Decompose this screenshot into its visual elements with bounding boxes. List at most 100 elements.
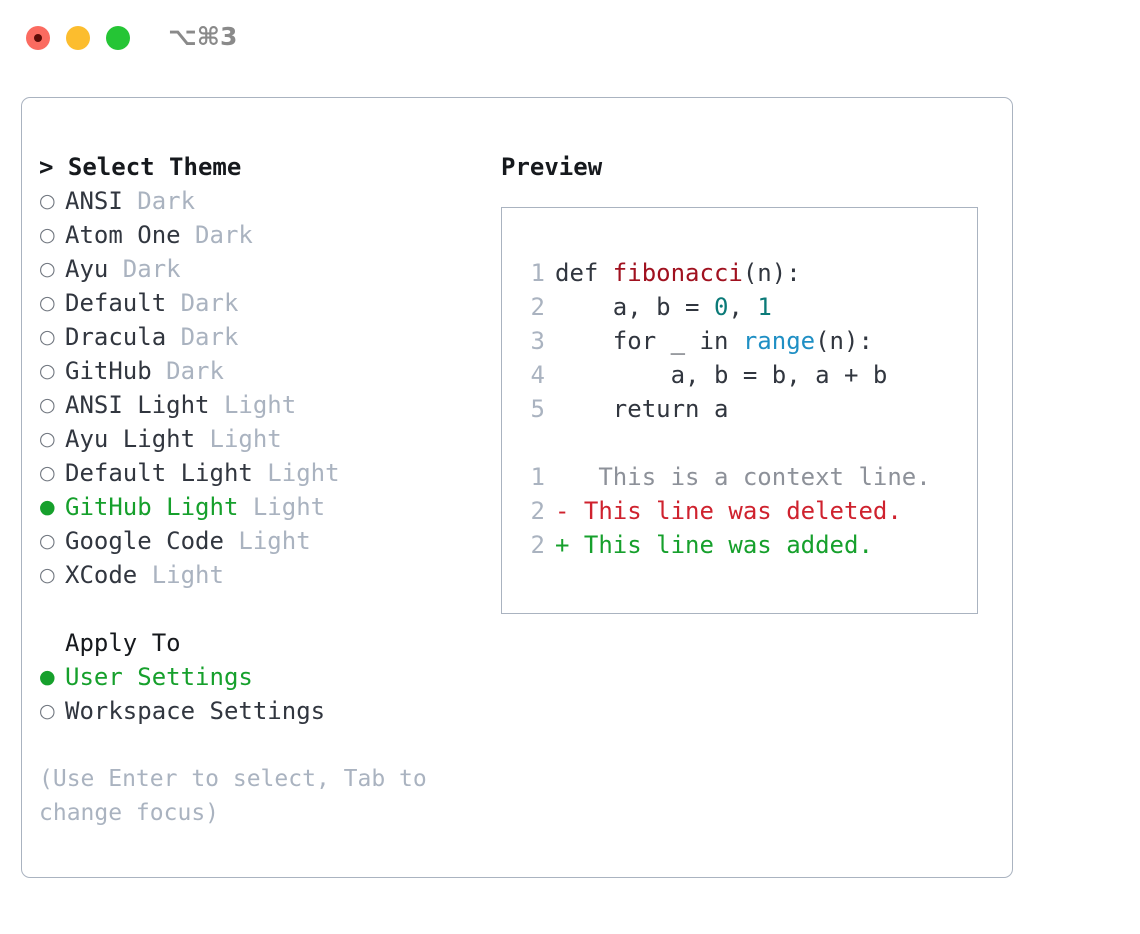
- theme-option-label: Default: [65, 289, 167, 317]
- theme-option[interactable]: ○ Dracula Dark: [39, 320, 499, 354]
- keyboard-hint: (Use Enter to select, Tab to change focu…: [39, 766, 441, 826]
- theme-variant-tag: Dark: [122, 187, 196, 215]
- apply-to-heading: Apply To: [65, 629, 181, 657]
- line-number: 2: [530, 531, 545, 559]
- apply-to-option[interactable]: ○Workspace Settings: [39, 694, 499, 728]
- radio-unselected-icon: ○: [39, 428, 56, 450]
- theme-option[interactable]: ○ Atom One Dark: [39, 218, 499, 252]
- radio-selected-icon: ●: [39, 666, 56, 688]
- diff-line-text: This line was added.: [569, 531, 873, 559]
- theme-variant-tag: Dark: [166, 289, 239, 317]
- theme-variant-tag: Dark: [108, 255, 181, 283]
- token-function-name: fibonacci: [612, 259, 743, 287]
- code-line: 2 a, b = 0, 1: [502, 290, 977, 324]
- code-text: ,: [728, 293, 758, 321]
- theme-option-label: ANSI: [65, 187, 123, 215]
- radio-unselected-icon: ○: [39, 258, 56, 280]
- diff-added-line: 2 + This line was added.: [502, 528, 977, 562]
- list-spacer: [39, 592, 499, 626]
- line-number: 2: [530, 293, 545, 321]
- code-line: 3 for _ in range(n):: [502, 324, 977, 358]
- line-number: 3: [530, 327, 545, 355]
- theme-option[interactable]: ○Ayu Light Light: [39, 422, 499, 456]
- theme-option[interactable]: ○Google Code Light: [39, 524, 499, 558]
- theme-selector-column: > Select Theme ○ANSI Dark○Atom One Dark○…: [39, 150, 499, 830]
- theme-variant-tag: Light: [252, 459, 340, 487]
- code-text: return a: [555, 395, 729, 423]
- line-number: 1: [530, 259, 545, 287]
- theme-option[interactable]: ○XCode Light: [39, 558, 499, 592]
- token-number: 1: [757, 293, 772, 321]
- line-number: 5: [530, 395, 545, 423]
- radio-unselected-icon: ○: [39, 700, 56, 722]
- radio-unselected-icon: ○: [39, 394, 56, 416]
- close-button[interactable]: [26, 26, 50, 50]
- radio-unselected-icon: ○: [39, 530, 56, 552]
- theme-variant-tag: Dark: [180, 221, 253, 249]
- radio-unselected-icon: ○: [39, 190, 56, 212]
- diff-deleted-line: 2- This line was deleted.: [502, 494, 977, 528]
- theme-option[interactable]: ○ ANSI Light Light: [39, 388, 499, 422]
- theme-variant-tag: Light: [223, 527, 311, 555]
- theme-option[interactable]: ○ ANSI Dark: [39, 184, 499, 218]
- theme-option-label: ANSI Light: [65, 391, 210, 419]
- diff-marker: -: [555, 497, 570, 525]
- theme-option-label: Atom One: [65, 221, 181, 249]
- diff-marker: +: [555, 531, 570, 559]
- code-text: (n):: [742, 259, 801, 287]
- theme-option[interactable]: ○ Ayu Dark: [39, 252, 499, 286]
- theme-option-label: GitHub: [65, 357, 152, 385]
- code-line: 4 a, b = b, a + b: [502, 358, 977, 392]
- keyboard-shortcut-label: ⌥⌘3: [168, 22, 238, 51]
- token-number: 0: [713, 293, 729, 321]
- apply-to-option-label: User Settings: [65, 663, 253, 691]
- main-panel: > Select Theme ○ANSI Dark○Atom One Dark○…: [21, 97, 1013, 878]
- theme-variant-tag: Light: [137, 561, 224, 589]
- line-number: 2: [530, 497, 545, 525]
- maximize-button[interactable]: [106, 26, 130, 50]
- diff-sample: 1 This is a context line.2- This line wa…: [502, 460, 977, 562]
- radio-selected-icon: ●: [39, 496, 56, 518]
- code-line: 1 def fibonacci(n):: [502, 256, 977, 290]
- theme-option[interactable]: ○ Default Dark: [39, 286, 499, 320]
- theme-option-label: GitHub Light: [65, 493, 239, 521]
- diff-context-line: 1 This is a context line.: [502, 460, 977, 494]
- code-text: a, b = b, a + b: [555, 361, 888, 389]
- theme-variant-tag: Dark: [166, 323, 239, 351]
- code-text: a, b =: [555, 293, 714, 321]
- apply-to-list: ● User Settings ○Workspace Settings: [39, 660, 499, 728]
- theme-variant-tag: Light: [238, 493, 326, 521]
- code-diff-gap: [502, 426, 977, 460]
- radio-unselected-icon: ○: [39, 462, 56, 484]
- select-theme-heading: > Select Theme: [39, 153, 242, 181]
- theme-option[interactable]: ○ Default Light Light: [39, 456, 499, 490]
- code-text: for _ in: [555, 327, 743, 355]
- token-builtin-call: range: [742, 327, 816, 355]
- radio-unselected-icon: ○: [39, 360, 56, 382]
- code-line: 5 return a: [502, 392, 977, 426]
- theme-option-label: Default Light: [65, 459, 253, 487]
- window-controls: [26, 26, 130, 50]
- radio-unselected-icon: ○: [39, 292, 56, 314]
- theme-option-label: Ayu Light: [65, 425, 196, 453]
- theme-variant-tag: Light: [209, 391, 297, 419]
- code-text: def: [555, 259, 613, 287]
- theme-option[interactable]: ● GitHub Light Light: [39, 490, 499, 524]
- radio-unselected-icon: ○: [39, 224, 56, 246]
- theme-option[interactable]: ○ GitHub Dark: [39, 354, 499, 388]
- hint-spacer: [39, 728, 499, 762]
- radio-unselected-icon: ○: [39, 326, 56, 348]
- theme-variant-tag: Dark: [151, 357, 224, 385]
- apply-to-option[interactable]: ● User Settings: [39, 660, 499, 694]
- minimize-button[interactable]: [66, 26, 90, 50]
- line-number: 4: [530, 361, 545, 389]
- preview-title: Preview: [501, 153, 603, 181]
- diff-marker: [555, 463, 569, 491]
- theme-option-label: Dracula: [65, 323, 167, 351]
- diff-line-text: This line was deleted.: [569, 497, 902, 525]
- theme-option-label: Ayu: [65, 255, 109, 283]
